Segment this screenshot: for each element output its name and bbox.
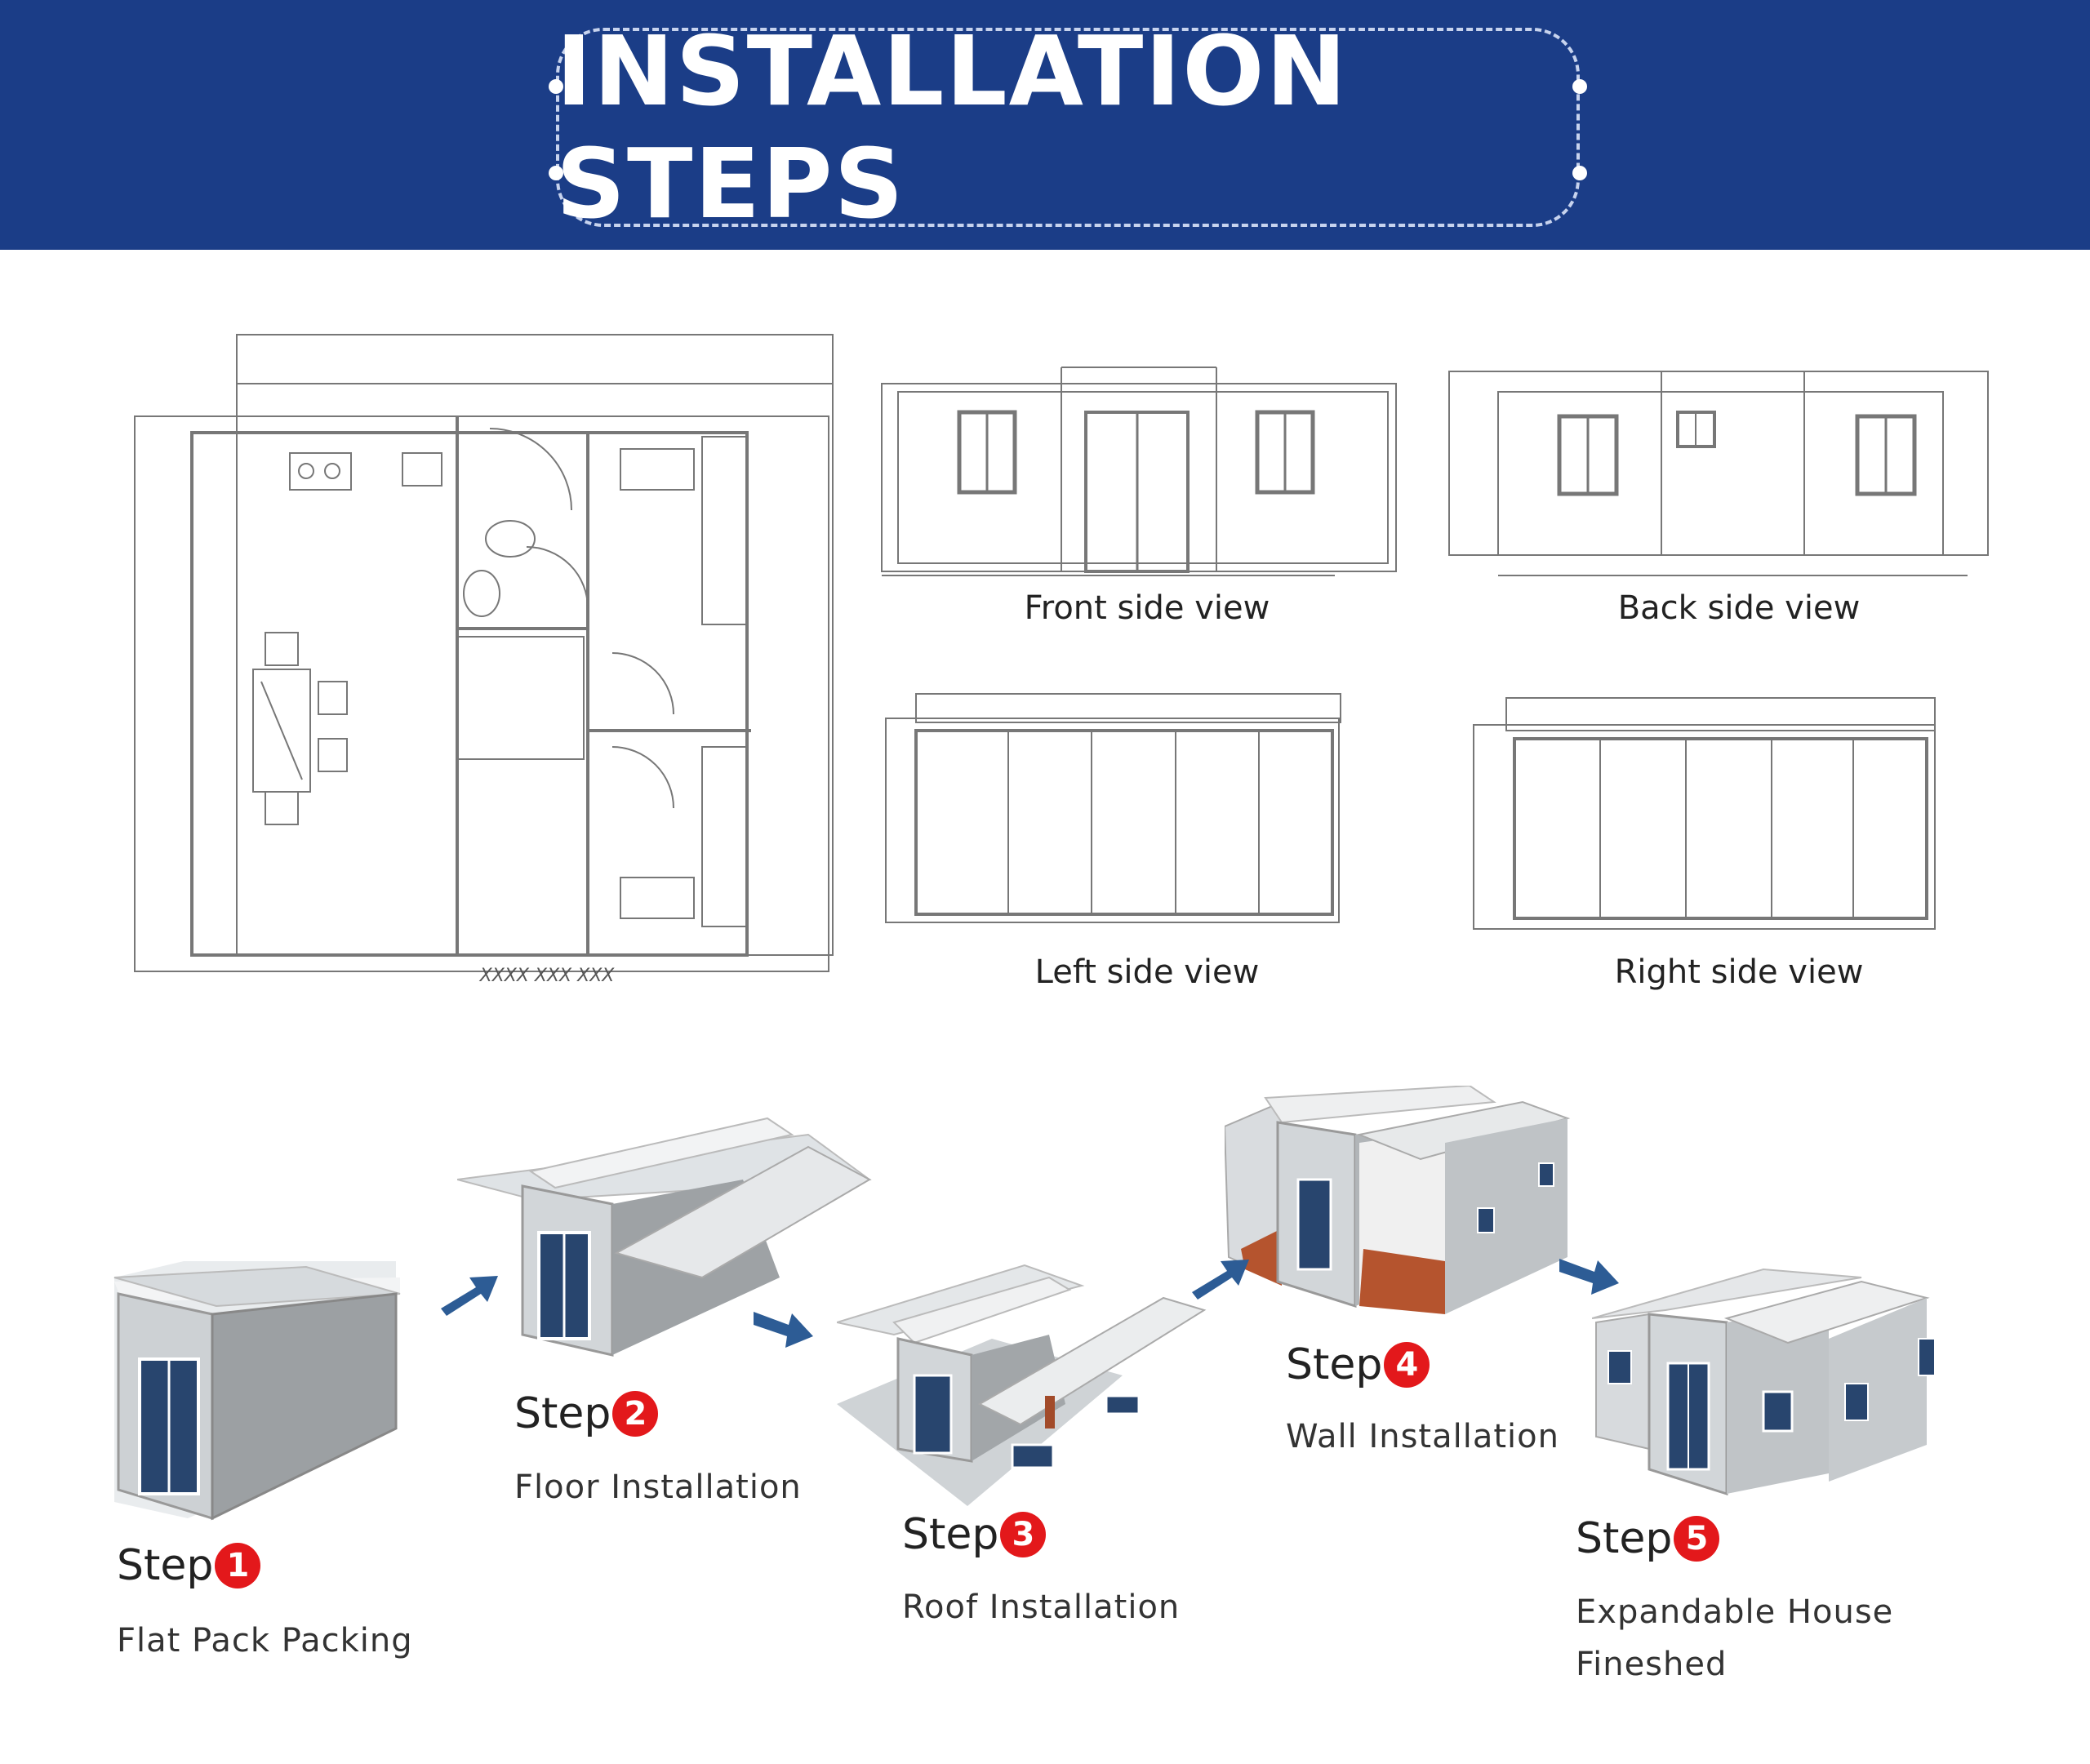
floor-plan-caption: XXXX XXX XXX xyxy=(479,966,615,986)
step3-description: Roof Installation xyxy=(902,1588,1181,1626)
step-label: Step xyxy=(514,1389,611,1438)
step1-title: Step 1 xyxy=(117,1541,261,1590)
step5-description: Expandable House Fineshed xyxy=(1576,1586,1893,1691)
step1-to-step2-arrow-icon xyxy=(441,1276,498,1316)
back-side-view-label: Back side view xyxy=(1617,589,1861,627)
title-banner: INSTALLATION STEPS xyxy=(0,0,2090,250)
step4-house-illustration xyxy=(1225,1086,1571,1314)
front-side-view-drawing xyxy=(881,367,1397,576)
step1-number-badge: 1 xyxy=(215,1543,261,1588)
step1-house-illustration xyxy=(113,1261,401,1521)
step5-title: Step 5 xyxy=(1576,1514,1720,1563)
step5-description-line1: Expandable House xyxy=(1576,1593,1894,1631)
frame-dot xyxy=(549,79,563,94)
right-side-view-drawing xyxy=(1473,697,1936,930)
left-side-view-drawing xyxy=(885,693,1341,923)
step4-description: Wall Installation xyxy=(1286,1418,1559,1455)
step3-to-step4-arrow-icon xyxy=(1192,1260,1249,1300)
page-title: INSTALLATION STEPS xyxy=(556,15,1349,240)
step2-number-badge: 2 xyxy=(612,1391,659,1437)
frame-dot xyxy=(1572,79,1587,94)
step2-to-step3-arrow-icon xyxy=(754,1312,813,1348)
step3-number-badge: 3 xyxy=(1000,1512,1047,1557)
step-label: Step xyxy=(117,1541,214,1590)
step-label: Step xyxy=(902,1510,999,1559)
step5-house-illustration xyxy=(1592,1268,1936,1496)
step-label: Step xyxy=(1576,1514,1673,1563)
step2-title: Step 2 xyxy=(514,1389,659,1438)
step5-number-badge: 5 xyxy=(1674,1516,1720,1562)
dashed-frame xyxy=(556,28,1580,227)
step-label: Step xyxy=(1286,1340,1383,1389)
step3-title: Step 3 xyxy=(902,1510,1047,1559)
step2-description: Floor Installation xyxy=(514,1469,802,1506)
frame-dot xyxy=(549,166,563,180)
step3-house-illustration xyxy=(837,1264,1207,1506)
right-side-view-label: Right side view xyxy=(1614,953,1864,991)
front-side-view-label: Front side view xyxy=(1024,589,1270,627)
frame-dot xyxy=(1572,166,1587,180)
step4-to-step5-arrow-icon xyxy=(1559,1259,1619,1295)
left-side-view-label: Left side view xyxy=(1034,953,1260,991)
back-side-view-drawing xyxy=(1448,371,1989,576)
floor-plan-drawing xyxy=(134,334,834,972)
step5-description-line2: Fineshed xyxy=(1576,1646,1728,1683)
step4-number-badge: 4 xyxy=(1384,1342,1430,1388)
step2-house-illustration xyxy=(457,1117,872,1357)
step1-description: Flat Pack Packing xyxy=(117,1622,413,1660)
step4-title: Step 4 xyxy=(1286,1340,1430,1389)
